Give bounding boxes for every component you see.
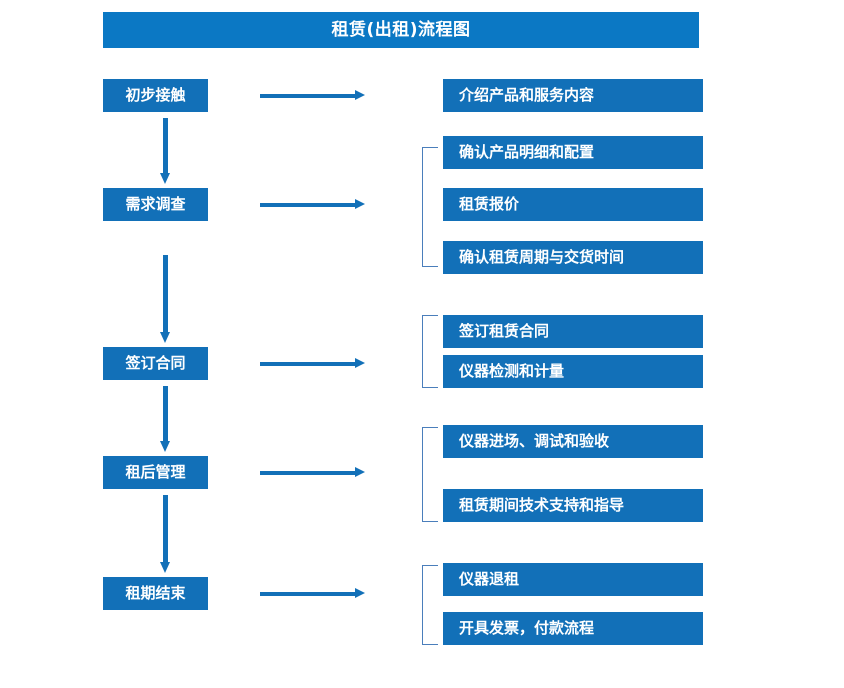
group-bracket-5: [422, 565, 438, 645]
detail-box-4[interactable]: 确认租赁周期与交货时间: [443, 241, 703, 274]
arrow-shaft: [163, 255, 168, 332]
stage-box-3[interactable]: 签订合同: [103, 347, 208, 380]
detail-box-6[interactable]: 仪器检测和计量: [443, 355, 703, 388]
arrow-shaft: [163, 495, 168, 562]
stage-box-2[interactable]: 需求调查: [103, 188, 208, 221]
detail-label: 签订租赁合同: [459, 322, 550, 340]
down-arrow-icon-3: [160, 386, 171, 452]
arrow-head: [160, 562, 170, 573]
arrow-shaft: [163, 118, 168, 173]
detail-label: 租赁期间技术支持和指导: [459, 496, 625, 514]
arrow-head: [355, 358, 365, 368]
detail-box-5[interactable]: 签订租赁合同: [443, 315, 703, 348]
detail-label: 开具发票，付款流程: [459, 619, 595, 637]
arrow-head: [160, 332, 170, 343]
right-arrow-icon-1: [260, 90, 365, 101]
arrow-shaft: [260, 362, 356, 366]
stage-box-1[interactable]: 初步接触: [103, 79, 208, 112]
stage-label: 初步接触: [125, 86, 186, 104]
detail-box-7[interactable]: 仪器进场、调试和验收: [443, 425, 703, 458]
detail-label: 仪器检测和计量: [459, 362, 565, 380]
detail-label: 介绍产品和服务内容: [459, 86, 595, 104]
right-arrow-icon-5: [260, 588, 365, 599]
detail-box-8[interactable]: 租赁期间技术支持和指导: [443, 489, 703, 522]
arrow-shaft: [163, 386, 168, 441]
detail-box-9[interactable]: 仪器退租: [443, 563, 703, 596]
stage-box-4[interactable]: 租后管理: [103, 456, 208, 489]
arrow-shaft: [260, 94, 356, 98]
detail-label: 仪器退租: [459, 570, 520, 588]
right-arrow-icon-4: [260, 467, 365, 478]
detail-label: 确认产品明细和配置: [459, 143, 595, 161]
group-bracket-3: [422, 315, 438, 388]
down-arrow-icon-4: [160, 495, 171, 573]
right-arrow-icon-3: [260, 358, 365, 369]
down-arrow-icon-1: [160, 118, 171, 184]
stage-label: 租期结束: [125, 584, 186, 602]
detail-label: 确认租赁周期与交货时间: [459, 248, 625, 266]
detail-label: 租赁报价: [459, 195, 520, 213]
stage-box-5[interactable]: 租期结束: [103, 577, 208, 610]
chart-title-bar: 租赁(出租)流程图: [103, 12, 699, 48]
arrow-head: [355, 90, 365, 100]
arrow-head: [355, 199, 365, 209]
arrow-head: [355, 467, 365, 477]
arrow-head: [160, 441, 170, 452]
down-arrow-icon-2: [160, 255, 171, 343]
arrow-shaft: [260, 203, 356, 207]
stage-label: 需求调查: [125, 195, 186, 213]
group-bracket-2: [422, 147, 438, 267]
detail-box-10[interactable]: 开具发票，付款流程: [443, 612, 703, 645]
right-arrow-icon-2: [260, 199, 365, 210]
arrow-shaft: [260, 592, 356, 596]
page-title: 租赁(出租)流程图: [331, 19, 471, 40]
stage-label: 租后管理: [125, 463, 186, 481]
detail-box-2[interactable]: 确认产品明细和配置: [443, 136, 703, 169]
group-bracket-4: [422, 427, 438, 522]
arrow-head: [355, 588, 365, 598]
detail-box-3[interactable]: 租赁报价: [443, 188, 703, 221]
detail-box-1[interactable]: 介绍产品和服务内容: [443, 79, 703, 112]
arrow-head: [160, 173, 170, 184]
stage-label: 签订合同: [125, 354, 186, 372]
arrow-shaft: [260, 471, 356, 475]
detail-label: 仪器进场、调试和验收: [459, 432, 610, 450]
